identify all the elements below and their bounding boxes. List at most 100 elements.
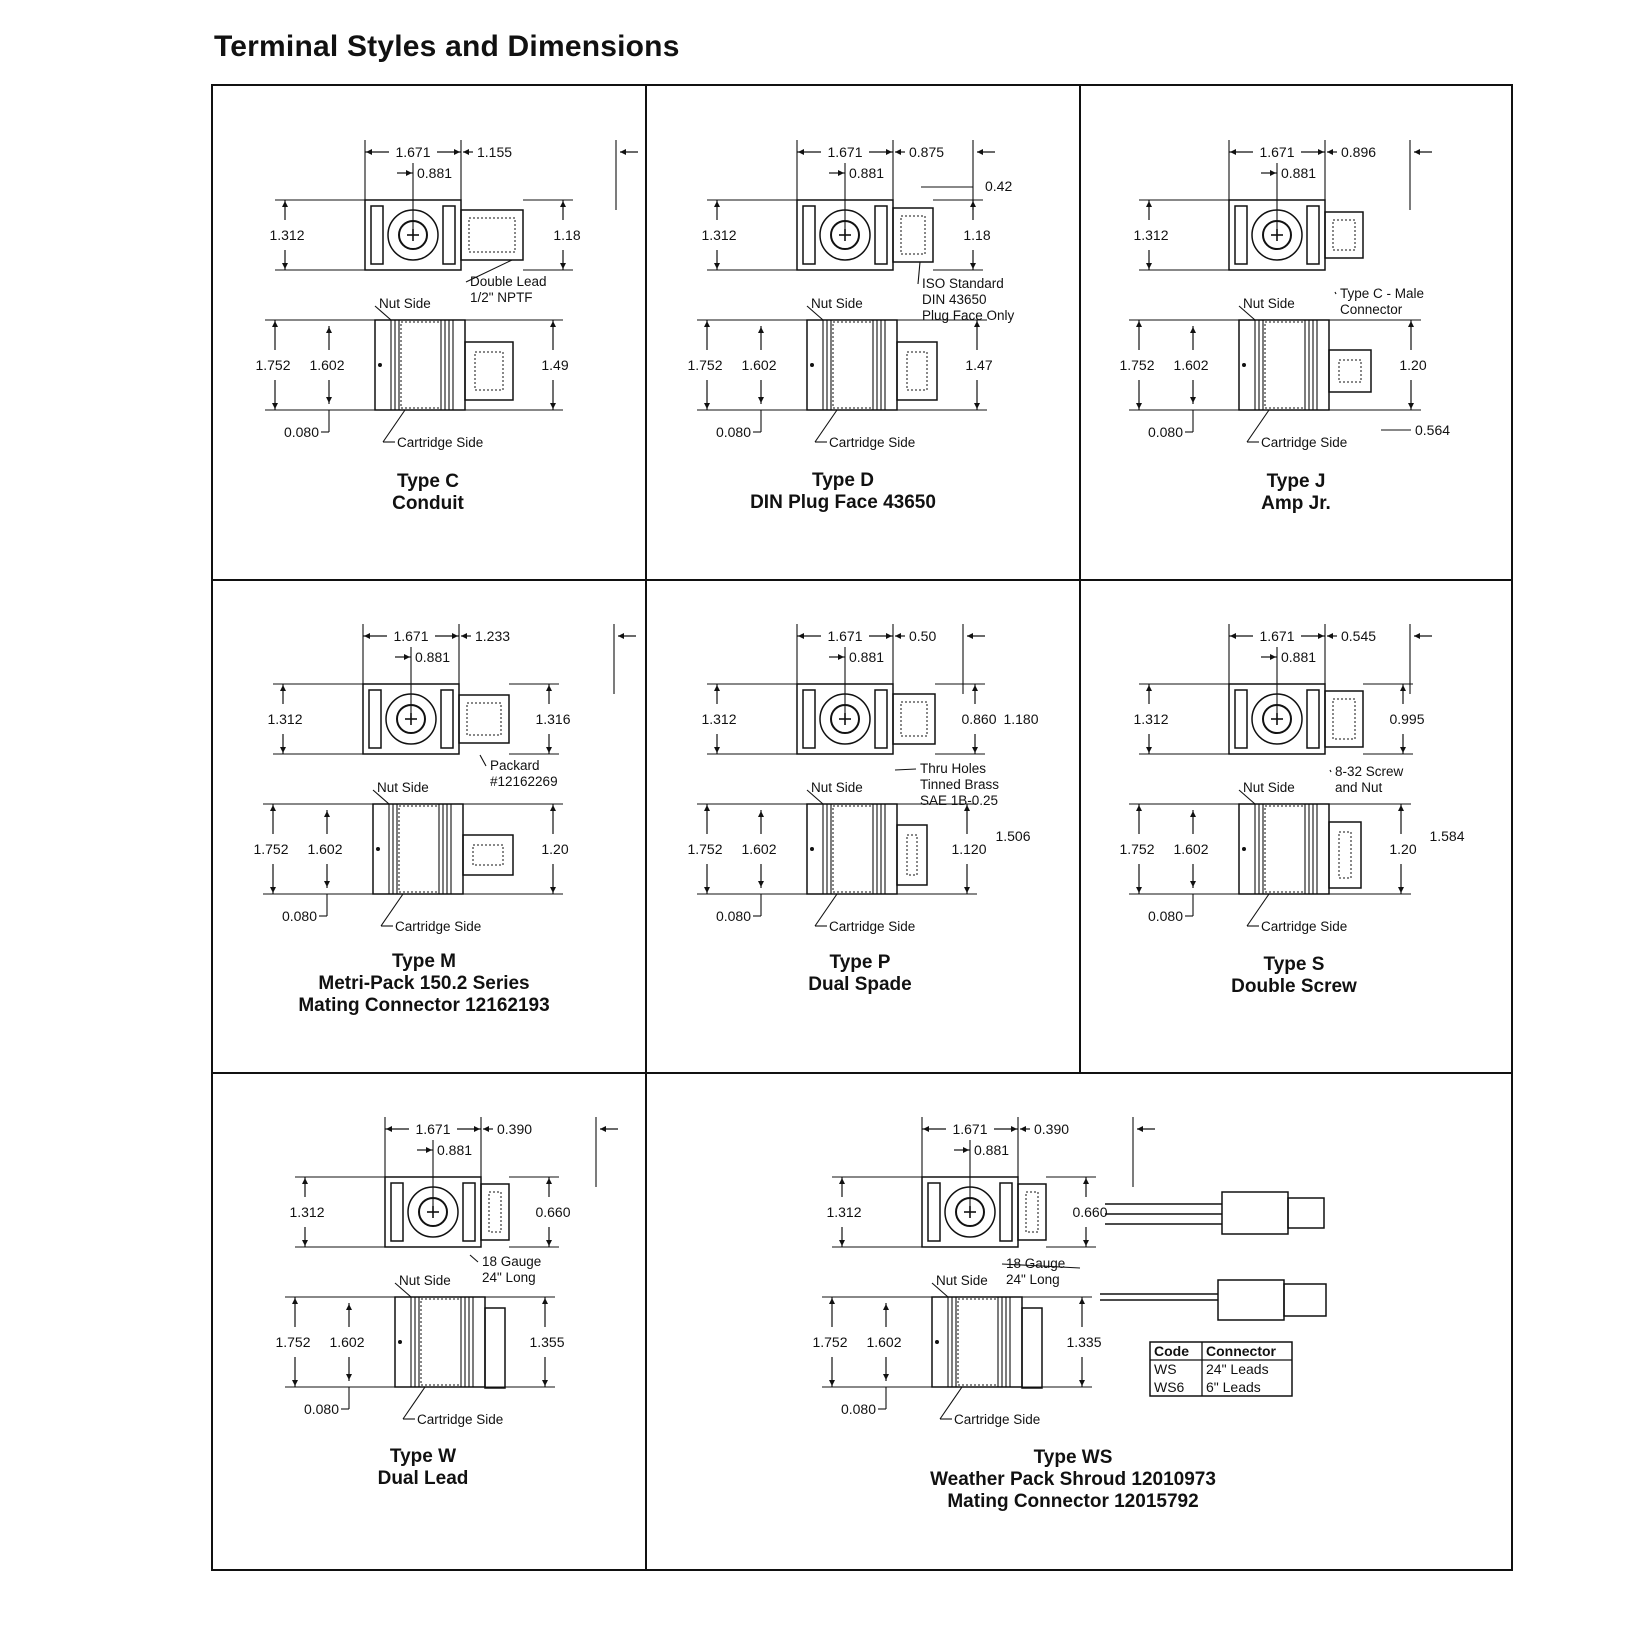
arrowhead: [758, 811, 764, 817]
arrowhead: [560, 263, 566, 269]
coil-bore-inner: [1262, 220, 1292, 250]
terminal-front: [1324, 211, 1364, 259]
panel-caption: Weather Pack Shroud 12010973: [930, 1469, 1216, 1490]
dim-label: 0.881: [1281, 165, 1316, 181]
terminal-note: 8-32 Screw: [1335, 764, 1404, 779]
coil-bore-outer: [1251, 209, 1303, 261]
arrowhead: [560, 201, 566, 207]
arrowhead: [461, 633, 467, 639]
arrowhead: [1083, 1240, 1089, 1246]
coil-core-dashed: [1264, 321, 1306, 409]
terminal-pins: [1332, 698, 1356, 740]
terminal-pins: [466, 702, 502, 736]
dim-label: 1.355: [529, 1334, 564, 1350]
arrowhead: [1137, 1126, 1143, 1132]
dim-label: 1.671: [395, 144, 430, 160]
arrowhead: [454, 149, 460, 155]
dim-label: 1.20: [541, 841, 568, 857]
mating-connector-tip: [1283, 1283, 1327, 1317]
terminal-note: Thru Holes: [920, 761, 986, 776]
dim-label: 0.545: [1341, 628, 1376, 644]
leader-line: [917, 261, 921, 285]
arrowhead: [272, 403, 278, 409]
dim-label: 1.312: [289, 1204, 324, 1220]
dim-label: 1.671: [827, 144, 862, 160]
panel-caption: DIN Plug Face 43650: [750, 492, 936, 513]
terminal-side-detail: [1338, 831, 1352, 879]
arrowhead: [1083, 1178, 1089, 1184]
leader-line: [939, 1386, 963, 1420]
arrowhead: [1400, 747, 1406, 753]
arrowhead: [1230, 633, 1236, 639]
leader-line: [1238, 305, 1256, 321]
weather-pack-shroud: [1221, 1191, 1289, 1235]
arrowhead: [1327, 633, 1333, 639]
cartridge-side-label: Cartridge Side: [1261, 435, 1347, 450]
arrowhead: [546, 747, 552, 753]
table-header: Connector: [1206, 1343, 1277, 1359]
dim-label: 1.584: [1429, 828, 1464, 844]
center-dot: [810, 363, 814, 367]
table-cell: 24" Leads: [1206, 1361, 1269, 1377]
arrowhead: [714, 685, 720, 691]
table-header: Code: [1154, 1343, 1189, 1359]
nut-side-label: Nut Side: [377, 780, 429, 795]
coil-bore-outer: [819, 693, 871, 745]
dim-label: 1.671: [827, 628, 862, 644]
panel-caption: Type S: [1264, 954, 1325, 975]
arrowhead: [758, 881, 764, 887]
arrowhead: [346, 1374, 352, 1380]
arrowhead: [714, 747, 720, 753]
arrowhead: [324, 811, 330, 817]
arrowhead: [1230, 149, 1236, 155]
arrowhead: [1270, 170, 1276, 176]
arrowhead: [302, 1178, 308, 1184]
leader-line: [814, 409, 838, 443]
panel-caption: Mating Connector 12162193: [298, 995, 549, 1016]
arrowhead: [366, 149, 372, 155]
leader-line: [1246, 409, 1270, 443]
arrowhead: [280, 747, 286, 753]
arrowhead: [798, 633, 804, 639]
leader-line: [374, 305, 392, 321]
coil-side-view: [931, 1296, 1023, 1388]
panel-caption: Conduit: [392, 493, 464, 514]
arrowhead: [1414, 149, 1420, 155]
terminal-side: [1328, 349, 1372, 393]
arrowhead: [704, 805, 710, 811]
arrowhead: [923, 1126, 929, 1132]
nut-side-label: Nut Side: [1243, 780, 1295, 795]
leader-line: [372, 789, 390, 805]
dim-label: 1.602: [866, 1334, 901, 1350]
coil-side-view: [394, 1296, 486, 1388]
leader-line: [1238, 789, 1256, 805]
dim-label: 1.312: [701, 227, 736, 243]
arrowhead: [1318, 149, 1324, 155]
arrowhead: [280, 685, 286, 691]
arrowhead: [546, 1178, 552, 1184]
dim-label: 0.881: [974, 1142, 1009, 1158]
panel-caption: Type P: [830, 952, 891, 973]
arrowhead: [326, 397, 332, 403]
dim-label: 1.312: [826, 1204, 861, 1220]
terminal-front: [460, 209, 524, 261]
arrowhead: [1414, 633, 1420, 639]
arrowhead: [302, 1240, 308, 1246]
dim-label: 0.995: [1389, 711, 1424, 727]
panel-caption: Mating Connector 12015792: [947, 1491, 1198, 1512]
dim-label: 1.312: [701, 711, 736, 727]
arrowhead: [426, 1147, 432, 1153]
dim-label: 0.080: [841, 1401, 876, 1417]
arrowhead: [838, 170, 844, 176]
coil-side-view: [1238, 803, 1330, 895]
cartridge-side-label: Cartridge Side: [1261, 919, 1347, 934]
terminal-pins: [488, 1191, 502, 1233]
dim-label: 1.49: [541, 357, 568, 373]
arrowhead: [1136, 403, 1142, 409]
coil-bore-outer: [385, 693, 437, 745]
